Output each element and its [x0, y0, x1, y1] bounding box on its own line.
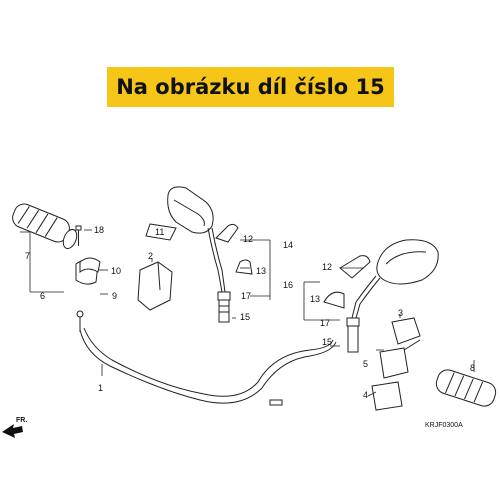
- callout-9: 9: [112, 291, 117, 301]
- callout-16: 16: [283, 280, 293, 290]
- callout-2: 2: [148, 251, 153, 261]
- callout-5: 5: [363, 359, 368, 369]
- right-mirror: [346, 239, 439, 353]
- left-mirror-cap: [215, 223, 253, 275]
- highlight-banner: Na obrázku díl číslo 15: [107, 67, 394, 107]
- throttle-cable: [76, 310, 337, 406]
- banner-text: Na obrázku díl číslo 15: [116, 75, 385, 99]
- left-grip: [12, 203, 78, 250]
- callout-17-right: 17: [320, 318, 330, 328]
- diagram-code: KRJF0300A: [425, 422, 463, 429]
- screw-18: [75, 225, 82, 246]
- throttle-housing: [75, 257, 101, 285]
- callout-17-left: 17: [241, 291, 251, 301]
- callout-6: 6: [40, 291, 45, 301]
- callout-18: 18: [94, 225, 104, 235]
- left-mirror: [167, 186, 231, 323]
- callout-4: 4: [363, 390, 368, 400]
- right-grip: [435, 369, 497, 407]
- left-switch: [137, 223, 177, 311]
- right-mirror-cap: [323, 255, 371, 309]
- callout-14: 14: [283, 240, 293, 250]
- callout-11: 11: [155, 227, 164, 237]
- right-switch: [371, 317, 421, 411]
- callout-8: 8: [470, 363, 475, 373]
- callout-13-right: 13: [310, 294, 320, 304]
- callout-7: 7: [25, 251, 30, 261]
- callout-15-left: 15: [240, 312, 250, 322]
- front-direction-label: FR.: [16, 417, 27, 424]
- callout-numbers: 1 2 3 4 5 6 7 8 9 10 11 12 12 13 13 14 1…: [25, 225, 475, 400]
- callout-1: 1: [98, 383, 103, 393]
- callout-10: 10: [111, 266, 121, 276]
- callout-12-left: 12: [243, 234, 253, 244]
- leader-lines: [20, 229, 475, 397]
- callout-12-right: 12: [322, 262, 332, 272]
- callout-3: 3: [398, 308, 403, 318]
- callout-15-right: 15: [322, 337, 332, 347]
- front-direction-arrow: FR.: [2, 417, 27, 438]
- callout-13-left: 13: [256, 266, 266, 276]
